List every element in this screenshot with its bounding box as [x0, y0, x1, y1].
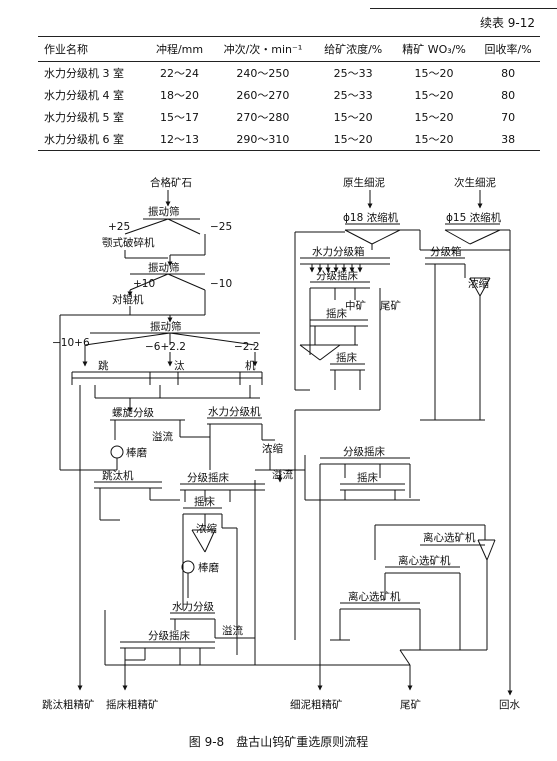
table-cell: 水力分级机 4 室 — [44, 89, 124, 102]
label-vibrating-screen-2: 振动筛 — [148, 261, 180, 274]
label-classifying-table-2: 分级摇床 — [148, 629, 190, 642]
label-jig-char-3: 机 — [245, 359, 256, 372]
label-spiral-classifier: 螺旋分级 — [112, 406, 154, 419]
label-rod-mill-2: 棒磨 — [198, 561, 219, 574]
label-classifying-box: 分级箱 — [430, 245, 462, 258]
label-tailings-1: 尾矿 — [380, 299, 401, 312]
label-overflow-3: 溢流 — [222, 624, 243, 637]
table-cell: 290～310 — [211, 128, 315, 151]
header-cell: 回收率/% — [476, 36, 540, 62]
label-output-jig-concentrate: 跳汰粗精矿 — [42, 698, 95, 711]
label-thickening-1: 浓缩 — [262, 442, 283, 455]
label-minus-10: −10 — [210, 278, 232, 290]
label-secondary-slime: 次生细泥 — [454, 176, 496, 189]
table-cell: 15～20 — [391, 128, 477, 151]
label-centrifuge-2: 离心选矿机 — [398, 554, 451, 567]
table-header-row: 作业名称 冲程/mm 冲次/次・min⁻¹ 给矿浓度/% 精矿 WO₃/% 回收… — [38, 36, 540, 62]
table-cell: 15～20 — [414, 89, 454, 102]
label-thickening-3: 浓缩 — [468, 277, 489, 290]
label-output-slime-concentrate: 细泥粗精矿 — [290, 698, 343, 711]
header-cell: 冲程/mm — [147, 36, 212, 62]
label-thickener-18: ϕ18 浓缩机 — [343, 211, 399, 224]
label-feed: 合格矿石 — [150, 176, 192, 189]
table-cell: 水力分级机 5 室 — [44, 111, 124, 124]
table-cell: 270～280 — [236, 111, 290, 124]
table-cell: 240～250 — [236, 67, 290, 80]
table-cell: 25～33 — [333, 67, 373, 80]
table-row: 水力分级机 5 室 15～17 270～280 15～20 15～20 70 — [38, 106, 540, 128]
label-size-b: −6+2.2 — [145, 341, 186, 353]
table-cell: 18～20 — [160, 89, 200, 102]
table-cell: 15～20 — [414, 67, 454, 80]
table-cell: 水力分级机 6 室 — [38, 128, 148, 151]
header-cell: 冲次/次・min⁻¹ — [211, 36, 315, 62]
label-hydraulic-classifier-2: 水力分级 — [172, 600, 214, 613]
table-cell: 15～17 — [160, 111, 200, 124]
label-primary-slime: 原生细泥 — [343, 176, 385, 189]
label-jaw-crusher: 颚式破碎机 — [102, 236, 155, 249]
label-plus-10: +10 — [133, 278, 155, 290]
label-classifying-table-1: 分级摇床 — [187, 471, 229, 484]
table-cell: 15～20 — [414, 111, 454, 124]
label-shaking-table-2: 摇床 — [326, 307, 347, 320]
label-vibrating-screen-1: 振动筛 — [148, 205, 180, 218]
flow-lines-slime — [294, 190, 513, 696]
table-cell: 15～20 — [333, 111, 373, 124]
table-row: 水力分级机 6 室 12～13 290～310 15～20 15～20 38 — [38, 128, 540, 151]
label-classifying-table-4: 分级摇床 — [343, 445, 385, 458]
label-roll-crusher: 对辊机 — [112, 293, 144, 306]
header-cell: 给矿浓度/% — [314, 36, 392, 62]
label-hydraulic-box: 水力分级箱 — [312, 245, 365, 258]
label-jig-char-1: 跳 — [98, 359, 109, 372]
label-centrifuge-1: 离心选矿机 — [423, 531, 476, 544]
table-cell: 25～33 — [333, 89, 373, 102]
parameter-table: 作业名称 冲程/mm 冲次/次・min⁻¹ 给矿浓度/% 精矿 WO₃/% 回收… — [38, 36, 540, 151]
table-cell: 38 — [476, 128, 540, 151]
label-thickening-2: 浓缩 — [196, 522, 217, 535]
hydrobox-spigots — [309, 264, 363, 273]
label-centrifuge-3: 离心选矿机 — [348, 590, 401, 603]
table-cell: 80 — [501, 66, 516, 80]
table-cell: 70 — [501, 110, 516, 124]
label-plus-25: +25 — [108, 221, 130, 233]
label-shaking-table-1: 摇床 — [194, 495, 215, 508]
flow-labels: 合格矿石 振动筛 +25 −25 颚式破碎机 振动筛 +10 −10 对辊机 振… — [42, 176, 520, 711]
label-classifying-table-3: 分级摇床 — [316, 269, 358, 282]
label-output-table-concentrate: 摇床粗精矿 — [106, 698, 159, 711]
label-size-a: −10+6 — [52, 337, 90, 349]
label-output-return-water: 回水 — [499, 699, 520, 711]
header-cell: 精矿 WO₃/% — [391, 36, 477, 62]
label-hydraulic-classifier: 水力分级机 — [208, 405, 261, 418]
figure-caption: 图 9-8 盘古山钨矿重选原则流程 — [188, 735, 369, 749]
label-overflow-1: 溢流 — [152, 430, 173, 443]
table-cell: 12～13 — [147, 128, 212, 151]
table-cell: 22～24 — [160, 67, 200, 80]
label-shaking-table-3: 摇床 — [336, 351, 357, 364]
label-jig-char-2: 汰 — [174, 359, 185, 372]
flow-lines-coarse — [59, 190, 413, 691]
label-middlings: 中矿 — [345, 299, 366, 312]
header-cell: 作业名称 — [38, 36, 148, 62]
label-vibrating-screen-3: 振动筛 — [150, 320, 182, 333]
label-size-c: −2.2 — [234, 341, 260, 353]
top-rule — [370, 8, 557, 9]
label-overflow-2: 溢流 — [272, 468, 293, 481]
table-cell: 260～270 — [236, 89, 290, 102]
table-cell: 15～20 — [314, 128, 392, 151]
table-caption: 续表 9-12 — [479, 16, 535, 30]
label-thickener-15: ϕ15 浓缩机 — [446, 211, 502, 224]
label-shaking-table-4: 摇床 — [357, 471, 378, 484]
table-cell: 水力分级机 3 室 — [44, 67, 124, 80]
label-output-tailings: 尾矿 — [400, 698, 421, 711]
table-row: 水力分级机 3 室 22～24 240～250 25～33 15～20 80 — [38, 62, 540, 85]
label-rod-mill-1: 棒磨 — [126, 446, 147, 459]
table-cell: 80 — [501, 88, 516, 102]
label-minus-25: −25 — [210, 221, 232, 233]
table-row: 水力分级机 4 室 18～20 260～270 25～33 15～20 80 — [38, 84, 540, 106]
label-jig-2: 跳汰机 — [102, 469, 134, 482]
